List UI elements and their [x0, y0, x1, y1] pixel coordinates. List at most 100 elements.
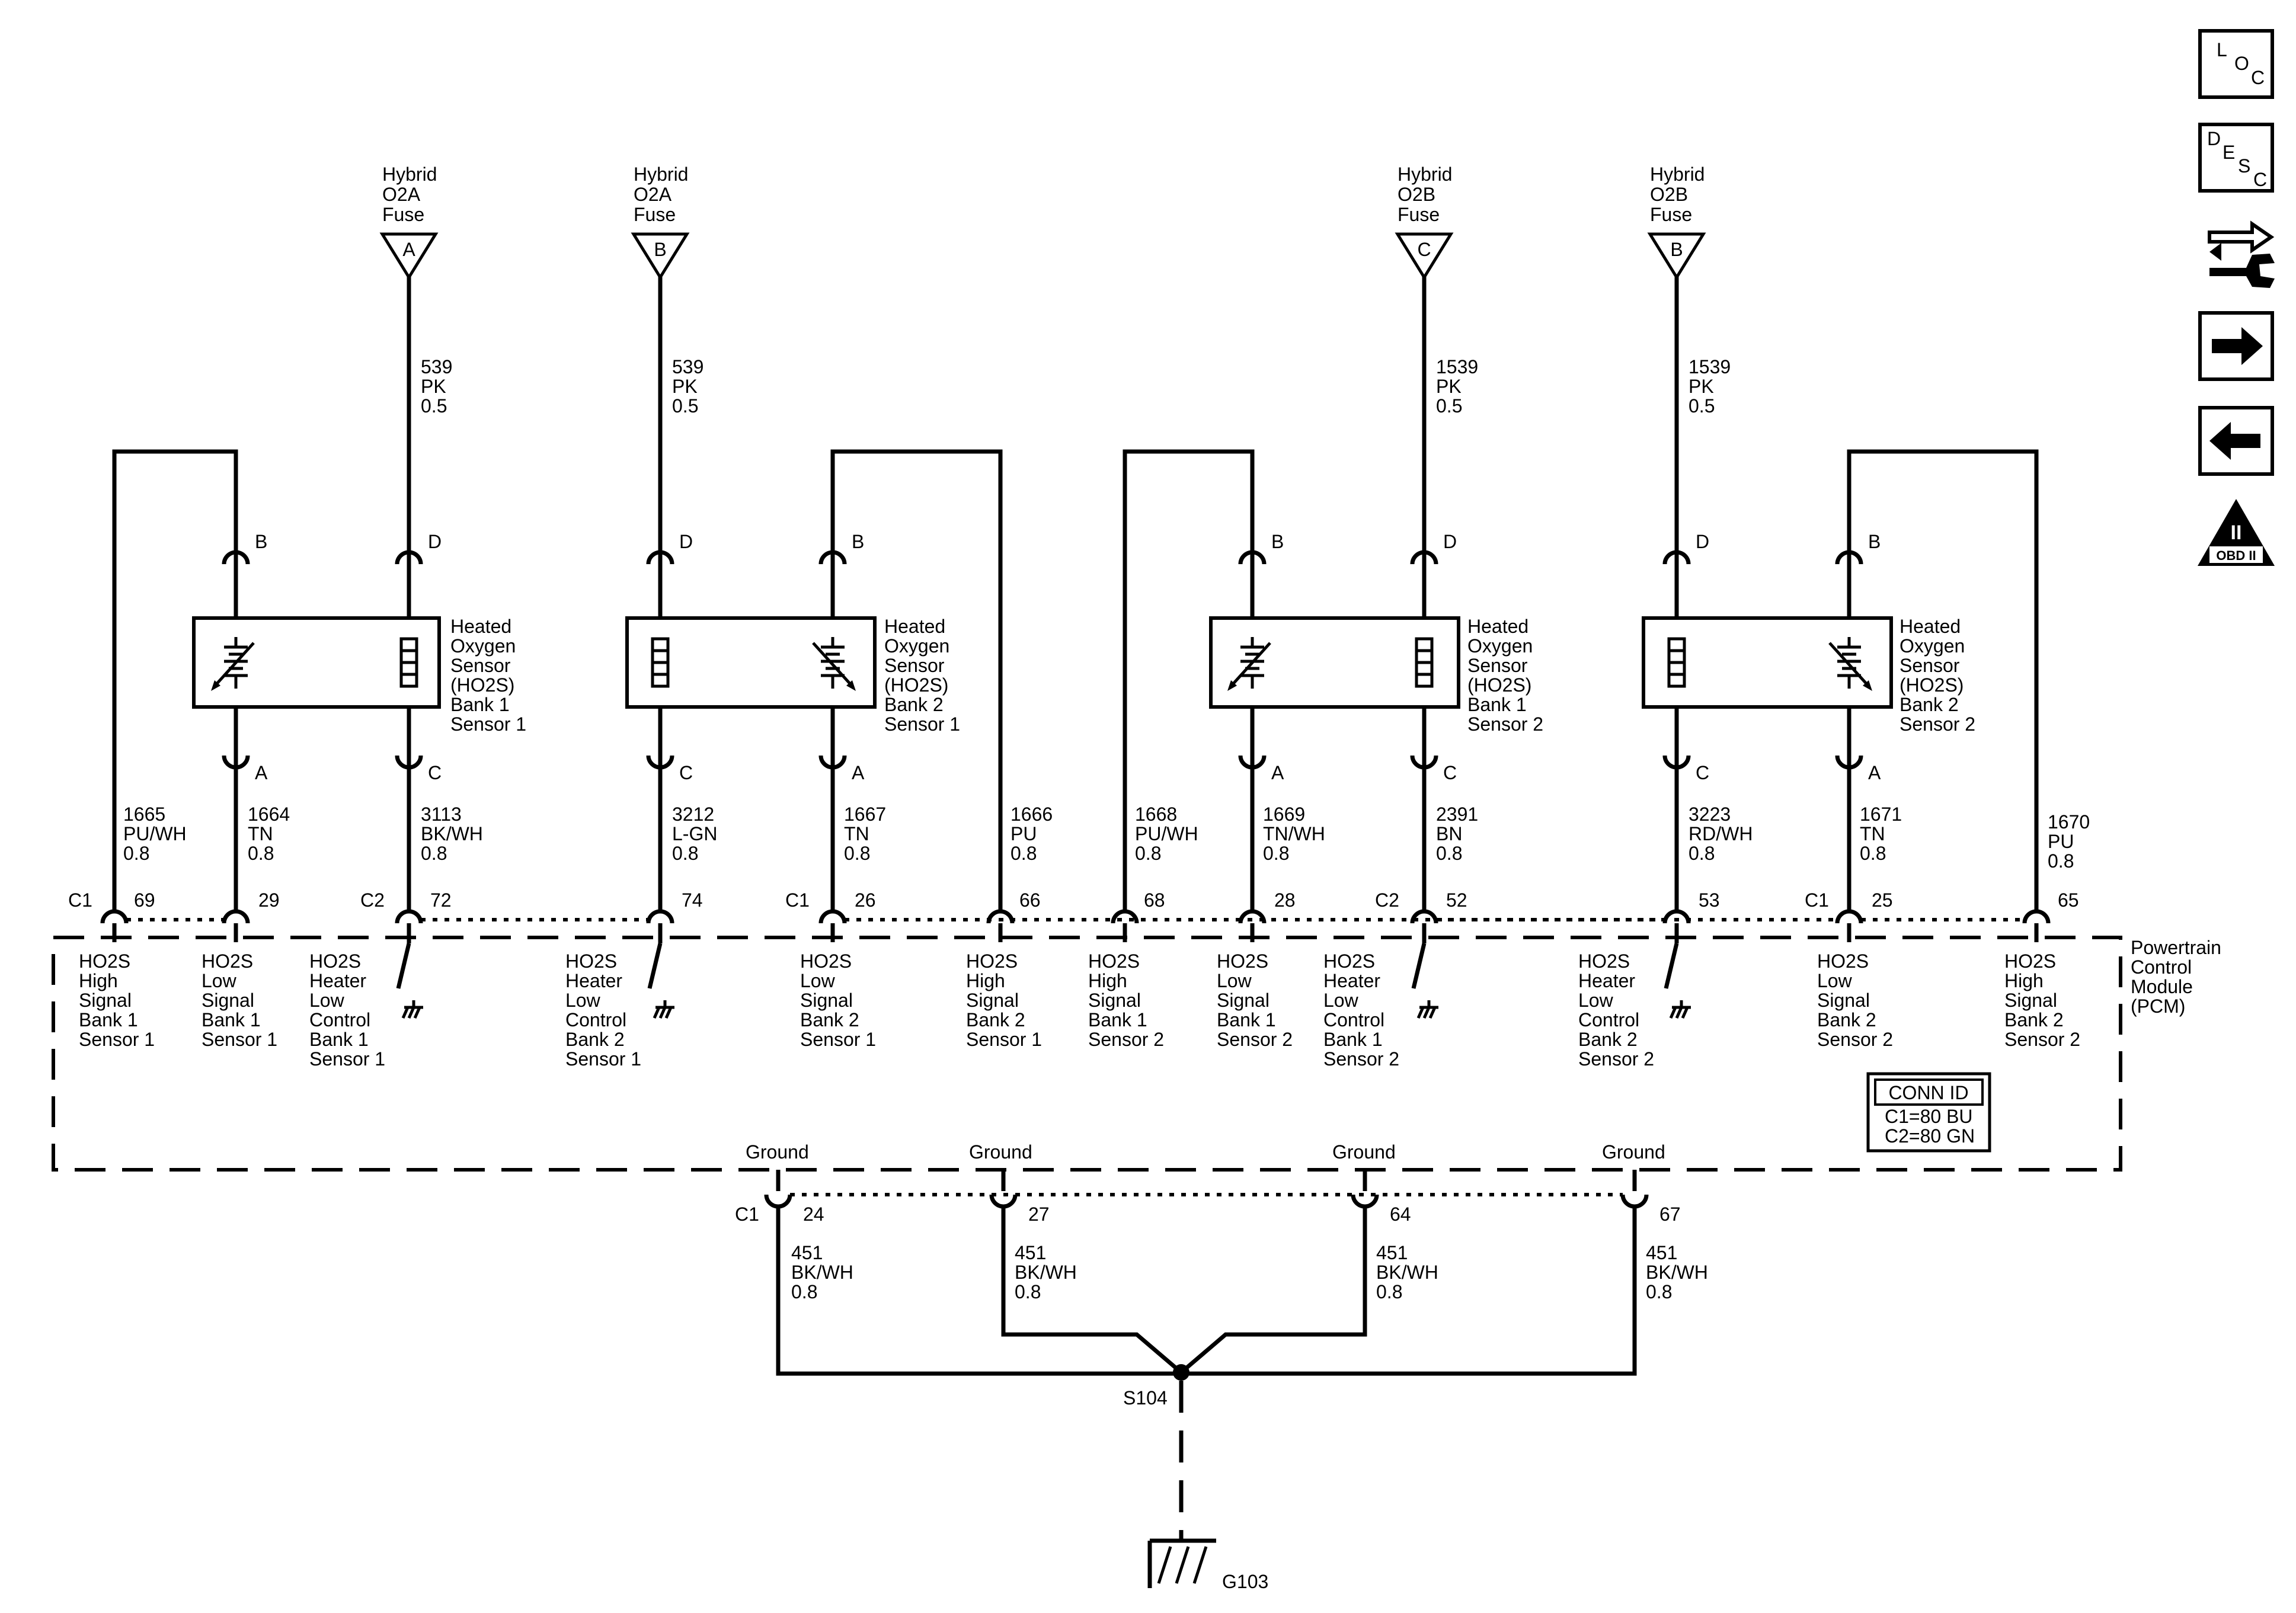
svg-text:Sensor 1: Sensor 1 [966, 1029, 1042, 1050]
svg-text:0.8: 0.8 [1263, 843, 1289, 864]
svg-text:64: 64 [1390, 1204, 1411, 1225]
svg-text:Control: Control [309, 1009, 370, 1030]
svg-text:O: O [2234, 53, 2249, 74]
svg-text:Low: Low [800, 970, 836, 991]
svg-text:0.8: 0.8 [1376, 1281, 1402, 1302]
svg-text:Fuse: Fuse [1398, 204, 1440, 225]
internal-ground-switch-icon [396, 923, 423, 1019]
svg-text:PK: PK [421, 376, 446, 397]
svg-text:O2B: O2B [1398, 184, 1435, 205]
svg-text:HO2S: HO2S [1817, 950, 1869, 972]
svg-text:B: B [1670, 239, 1683, 260]
svg-text:Bank 1: Bank 1 [1088, 1009, 1147, 1030]
splice-dot [1173, 1364, 1189, 1381]
svg-text:Sensor 1: Sensor 1 [202, 1029, 277, 1050]
variable-cell-icon [812, 637, 856, 691]
svg-text:C: C [428, 762, 442, 783]
svg-text:BK/WH: BK/WH [1376, 1262, 1438, 1283]
svg-text:53: 53 [1699, 889, 1720, 911]
fuse-wires [407, 276, 1679, 553]
heater-element-icon [1415, 637, 1434, 688]
svg-text:HO2S: HO2S [800, 950, 852, 972]
svg-text:(HO2S): (HO2S) [884, 674, 948, 696]
loc-icon[interactable]: L O C [2198, 29, 2274, 99]
svg-text:0.8: 0.8 [1860, 843, 1886, 864]
svg-text:Signal: Signal [966, 990, 1019, 1011]
svg-text:B: B [852, 531, 864, 552]
svg-text:A: A [255, 762, 268, 783]
svg-text:BK/WH: BK/WH [1646, 1262, 1708, 1283]
svg-text:Sensor 2: Sensor 2 [1323, 1048, 1399, 1070]
svg-text:L-GN: L-GN [672, 823, 717, 844]
arrow-left-icon[interactable] [2198, 406, 2274, 476]
svg-text:BK/WH: BK/WH [791, 1262, 853, 1283]
svg-text:PU: PU [1011, 823, 1037, 844]
svg-text:1667: 1667 [844, 804, 886, 825]
svg-text:High: High [1088, 970, 1127, 991]
svg-text:2391: 2391 [1436, 804, 1478, 825]
arrow-right-icon[interactable] [2198, 311, 2274, 381]
svg-text:0.8: 0.8 [421, 843, 447, 864]
svg-text:0.5: 0.5 [421, 395, 447, 417]
svg-text:74: 74 [682, 889, 703, 911]
svg-text:28: 28 [1274, 889, 1296, 911]
svg-text:Sensor 1: Sensor 1 [800, 1029, 876, 1050]
svg-text:HO2S: HO2S [309, 950, 361, 972]
svg-text:CONN ID: CONN ID [1888, 1082, 1968, 1103]
svg-text:D: D [428, 531, 442, 552]
svg-text:0.8: 0.8 [1436, 843, 1462, 864]
svg-text:Ground: Ground [969, 1141, 1032, 1163]
svg-text:3223: 3223 [1689, 804, 1731, 825]
svg-text:Bank 1: Bank 1 [79, 1009, 138, 1030]
svg-text:TN: TN [844, 823, 869, 844]
svg-text:0.5: 0.5 [1436, 395, 1462, 417]
svg-text:C2: C2 [360, 889, 385, 911]
heater-element-icon [399, 637, 418, 688]
obd-ii-icon[interactable]: II OBD II [2198, 499, 2275, 566]
svg-text:3212: 3212 [672, 804, 714, 825]
svg-text:Signal: Signal [202, 990, 254, 1011]
svg-text:BK/WH: BK/WH [1015, 1262, 1077, 1283]
svg-text:D: D [679, 531, 693, 552]
svg-text:Bank 1: Bank 1 [1467, 694, 1527, 715]
svg-text:Powertrain: Powertrain [2131, 937, 2221, 958]
svg-text:PK: PK [672, 376, 698, 397]
svg-text:Bank 1: Bank 1 [202, 1009, 261, 1030]
svg-text:TN: TN [1860, 823, 1885, 844]
svg-text:539: 539 [421, 356, 452, 377]
svg-text:A: A [852, 762, 865, 783]
variable-cell-icon [211, 637, 255, 691]
svg-text:Sensor 1: Sensor 1 [884, 713, 960, 735]
sensor-pin-wires [234, 553, 1851, 911]
svg-text:Bank 1: Bank 1 [309, 1029, 369, 1050]
svg-text:High: High [966, 970, 1005, 991]
desc-icon[interactable]: D E S C [2198, 123, 2274, 193]
svg-text:0.8: 0.8 [1646, 1281, 1672, 1302]
svg-text:O2A: O2A [382, 184, 421, 205]
svg-text:HO2S: HO2S [1217, 950, 1268, 972]
svg-text:HO2S: HO2S [79, 950, 130, 972]
svg-text:72: 72 [430, 889, 452, 911]
svg-text:Sensor: Sensor [1467, 655, 1528, 676]
svg-text:L: L [2217, 39, 2227, 60]
svg-text:Heater: Heater [1578, 970, 1635, 991]
svg-text:Heated: Heated [1467, 616, 1528, 637]
svg-text:C1=80 BU: C1=80 BU [1885, 1106, 1973, 1127]
svg-text:Heater: Heater [1323, 970, 1380, 991]
pcm-module: Powertrain Control Module (PCM) [52, 936, 2221, 1172]
svg-text:PU/WH: PU/WH [1135, 823, 1198, 844]
svg-text:Sensor 2: Sensor 2 [1578, 1048, 1654, 1070]
svg-text:II: II [2231, 521, 2242, 544]
svg-text:451: 451 [1376, 1242, 1408, 1263]
svg-text:Bank 1: Bank 1 [1217, 1009, 1276, 1030]
sensor-bank2-sensor2: Heated Oxygen Sensor (HO2S) Bank 2 Senso… [1642, 616, 1975, 735]
svg-text:C1: C1 [68, 889, 92, 911]
svg-text:TN/WH: TN/WH [1263, 823, 1325, 844]
wrench-icon[interactable] [2208, 220, 2275, 288]
svg-text:Fuse: Fuse [634, 204, 676, 225]
svg-text:1666: 1666 [1011, 804, 1053, 825]
wire-labels: 1665 PU/WH 0.8 1664 TN 0.8 3113 BK/WH 0.… [123, 804, 2090, 872]
variable-cell-icon [1227, 637, 1271, 691]
svg-text:Fuse: Fuse [382, 204, 424, 225]
svg-text:1665: 1665 [123, 804, 165, 825]
